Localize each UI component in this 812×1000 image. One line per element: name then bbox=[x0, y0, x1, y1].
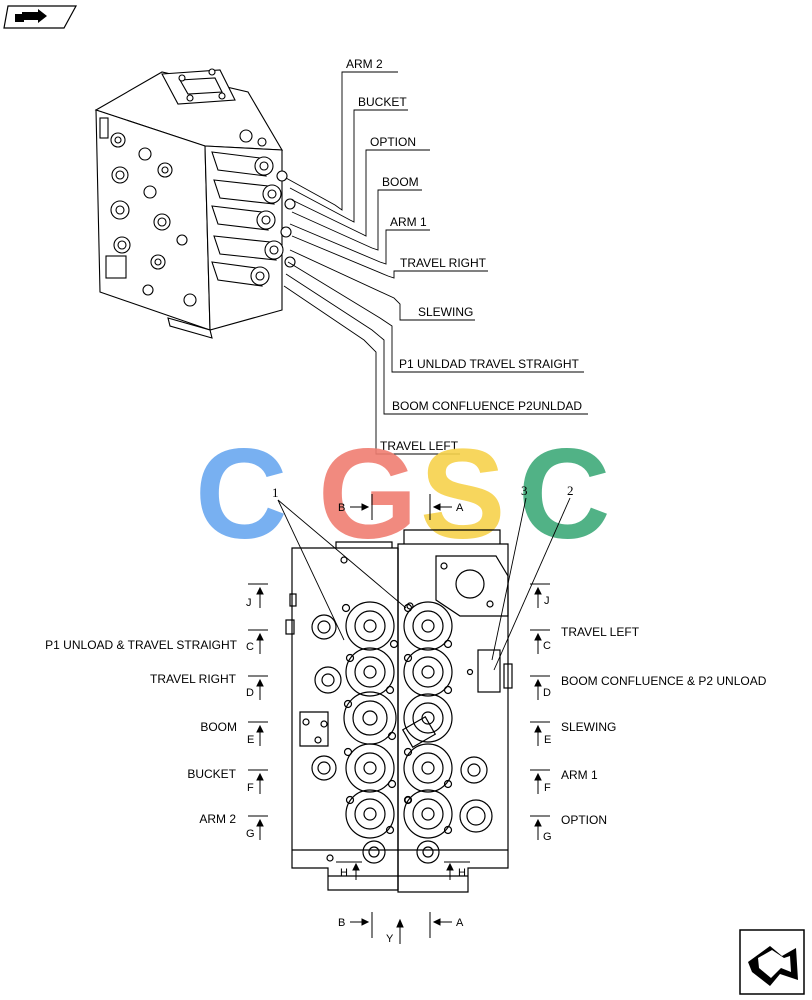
section-d-right: D bbox=[543, 687, 551, 699]
section-j-left: J bbox=[246, 597, 252, 609]
callout-bucket: BUCKET bbox=[358, 95, 407, 109]
callout-leaders bbox=[283, 71, 588, 455]
spool-cap-left-e bbox=[343, 691, 397, 745]
left-label-bucket: BUCKET bbox=[187, 767, 236, 781]
callout-travel-left: TRAVEL LEFT bbox=[380, 439, 459, 453]
right-label-boom-confluence: BOOM CONFLUENCE & P2 UNLOAD bbox=[561, 674, 767, 688]
section-h-right: H bbox=[458, 867, 466, 879]
section-g-right: G bbox=[543, 831, 552, 843]
spool-cap-right-c bbox=[403, 601, 453, 651]
spool-cap-left-g bbox=[345, 789, 395, 839]
section-y: Y bbox=[386, 933, 394, 945]
spool-cap-left-d bbox=[345, 647, 395, 697]
spool-cap-right-g bbox=[403, 789, 453, 839]
callout-p1-unload-travel-straight: P1 UNLDAD TRAVEL STRAIGHT bbox=[399, 357, 579, 371]
front-view-valve bbox=[285, 529, 513, 893]
callout-boom: BOOM bbox=[382, 175, 419, 189]
left-label-p1-unload: P1 UNLOAD & TRAVEL STRAIGHT bbox=[45, 638, 237, 652]
callout-travel-right: TRAVEL RIGHT bbox=[400, 256, 487, 270]
section-g-left: G bbox=[246, 828, 255, 840]
top-callouts: ARM 2 BUCKET OPTION BOOM ARM 1 TRAVEL RI… bbox=[346, 57, 582, 453]
item-number-2: 2 bbox=[567, 483, 574, 498]
right-markers bbox=[530, 583, 550, 840]
right-label-slewing: SLEWING bbox=[561, 720, 616, 734]
section-f-left: F bbox=[247, 782, 254, 794]
item-number-3: 3 bbox=[521, 483, 528, 498]
callout-option: OPTION bbox=[370, 135, 416, 149]
left-markers bbox=[248, 583, 268, 840]
left-label-arm-2: ARM 2 bbox=[199, 812, 236, 826]
callout-boom-confluence-p2-unload: BOOM CONFLUENCE P2UNLDAD bbox=[392, 399, 582, 413]
watermark-letter-c2: C bbox=[518, 423, 610, 566]
spool-cap-left-f bbox=[343, 743, 397, 793]
watermark: C G S C bbox=[195, 423, 610, 566]
spool-cap-left-c bbox=[341, 601, 399, 651]
section-letters: B A B A Y H H J C D E F G J C D E F G bbox=[246, 502, 552, 945]
prev-page-icon[interactable] bbox=[3, 5, 78, 29]
section-a-top: A bbox=[456, 502, 464, 514]
section-e-right: E bbox=[544, 734, 551, 746]
right-label-option: OPTION bbox=[561, 813, 607, 827]
isometric-valve-drawing bbox=[94, 68, 296, 339]
section-c-right: C bbox=[543, 640, 551, 652]
item-number-1: 1 bbox=[272, 485, 279, 500]
section-h-left: H bbox=[340, 867, 348, 879]
callout-slewing: SLEWING bbox=[418, 305, 473, 319]
callout-arm-1: ARM 1 bbox=[390, 215, 427, 229]
spool-cap-right-d bbox=[403, 647, 453, 697]
left-label-boom: BOOM bbox=[200, 720, 237, 734]
section-d-left: D bbox=[246, 687, 254, 699]
left-side-labels: P1 UNLOAD & TRAVEL STRAIGHT TRAVEL RIGHT… bbox=[45, 638, 237, 826]
section-c-left: C bbox=[246, 641, 254, 653]
watermark-letter-s: S bbox=[420, 423, 505, 566]
right-label-travel-left: TRAVEL LEFT bbox=[561, 625, 640, 639]
next-page-icon[interactable] bbox=[739, 929, 805, 995]
section-f-right: F bbox=[544, 782, 551, 794]
watermark-letter-c1: C bbox=[195, 423, 287, 566]
section-a-bottom: A bbox=[456, 917, 464, 929]
section-markers bbox=[248, 494, 550, 944]
left-label-travel-right: TRAVEL RIGHT bbox=[150, 672, 237, 686]
section-j-right: J bbox=[544, 595, 550, 607]
section-b-top: B bbox=[338, 502, 345, 514]
right-side-labels: TRAVEL LEFT BOOM CONFLUENCE & P2 UNLOAD … bbox=[561, 625, 767, 827]
section-e-left: E bbox=[247, 734, 254, 746]
spool-cap-right-e bbox=[401, 693, 453, 748]
right-label-arm-1: ARM 1 bbox=[561, 768, 598, 782]
callout-arm-2: ARM 2 bbox=[346, 57, 383, 71]
section-b-bottom: B bbox=[338, 917, 345, 929]
spool-cap-right-f bbox=[403, 743, 453, 793]
